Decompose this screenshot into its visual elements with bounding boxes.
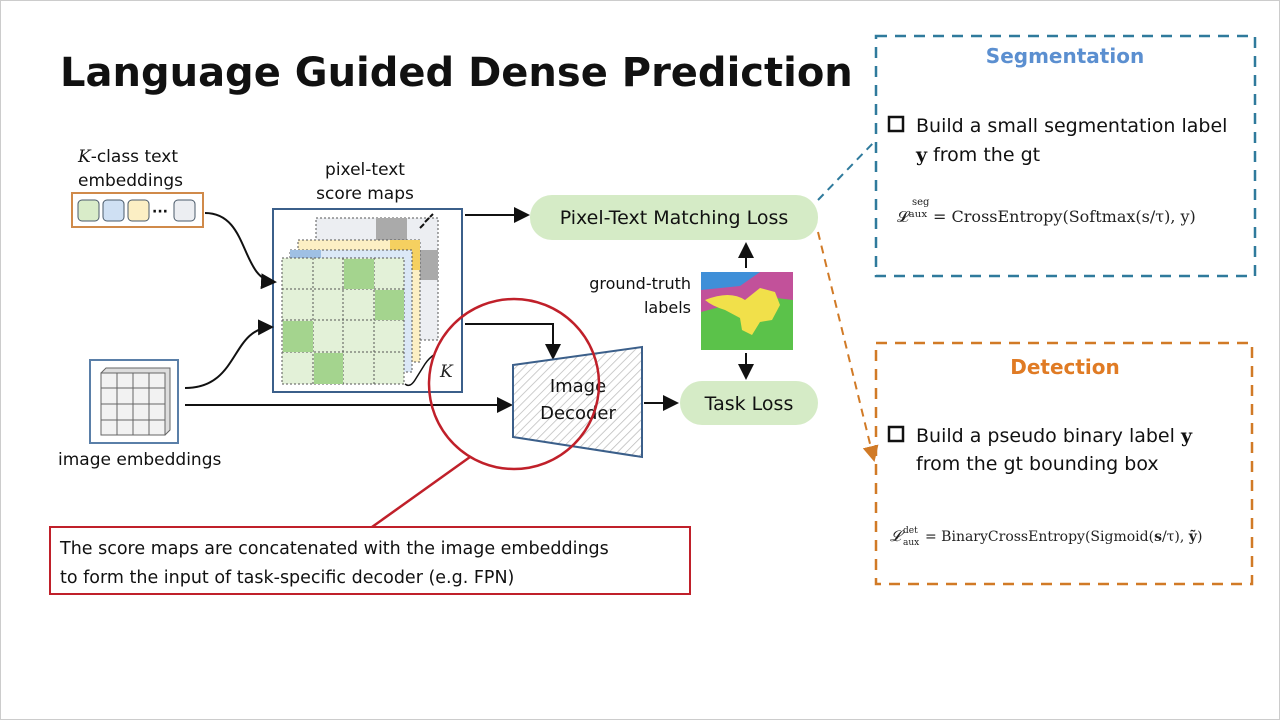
arrow-image-to-maps (184, 319, 274, 389)
pixel-text-matching-loss (530, 195, 818, 240)
score-maps-label-2: score maps (316, 184, 414, 204)
bullet-box-icon (887, 115, 905, 133)
ground-truth-image (701, 272, 793, 350)
segmentation-panel: Segmentation Build a small segmentation … (874, 34, 1257, 278)
k-label: K (439, 362, 454, 382)
ground-truth-label-2: labels (644, 298, 691, 317)
seg-bullet-1: Build a small segmentation label (916, 115, 1227, 137)
image-decoder (512, 345, 643, 459)
det-formula-sup: det (903, 526, 918, 536)
detection-panel: Detection Build a pseudo binary label y … (874, 341, 1254, 586)
det-connector (817, 231, 879, 462)
bullet-box-icon (887, 425, 905, 443)
task-loss (680, 381, 818, 425)
text-embeddings-label-2: embeddings (78, 171, 183, 191)
callout-pointer (371, 455, 471, 529)
seg-bullet-2: y from the gt (915, 144, 1040, 166)
arrow-text-to-maps (204, 212, 277, 290)
detection-title: Detection (1010, 355, 1120, 379)
det-bullet-2: from the gt bounding box (916, 453, 1159, 475)
det-formula: = BinaryCrossEntropy(Sigmoid(s/τ), ỹ) (925, 528, 1202, 545)
score-maps-box: K (272, 208, 463, 393)
seg-connector (817, 139, 877, 201)
callout-line-2: to form the input of task-specific decod… (60, 568, 514, 588)
image-embeddings-box (89, 359, 179, 444)
decoder-label-1: Image (550, 376, 606, 397)
task-loss-label: Task Loss (704, 393, 794, 415)
arrow-maps-to-decoder (465, 323, 561, 360)
pixel-text-matching-loss-label: Pixel-Text Matching Loss (560, 207, 789, 229)
callout-box (49, 526, 691, 595)
highlight-circle (427, 297, 601, 471)
slide-title: Language Guided Dense Prediction (60, 50, 853, 96)
svg-text:aux: aux (903, 538, 919, 548)
det-bullet-1: Build a pseudo binary label y (916, 425, 1193, 447)
text-embeddings-label-1: -class text (91, 147, 179, 167)
segmentation-title: Segmentation (986, 44, 1144, 68)
text-embeddings-label: K-class text (77, 147, 178, 167)
k-var: K (77, 147, 92, 167)
callout-line-1: The score maps are concatenated with the… (59, 539, 609, 559)
decoder-label-2: Decoder (540, 403, 616, 424)
seg-formula: 𝓛ᵃᵘˣ = CrossEntropy(Softmax(s/τ), y) (897, 207, 1196, 226)
image-embeddings-label: image embeddings (58, 450, 221, 470)
seg-formula-sup: seg (912, 197, 930, 208)
text-embeddings-box: ··· (71, 192, 204, 228)
ellipsis: ··· (152, 204, 168, 220)
score-maps-label-1: pixel-text (325, 160, 405, 180)
ground-truth-label-1: ground-truth (589, 274, 691, 293)
